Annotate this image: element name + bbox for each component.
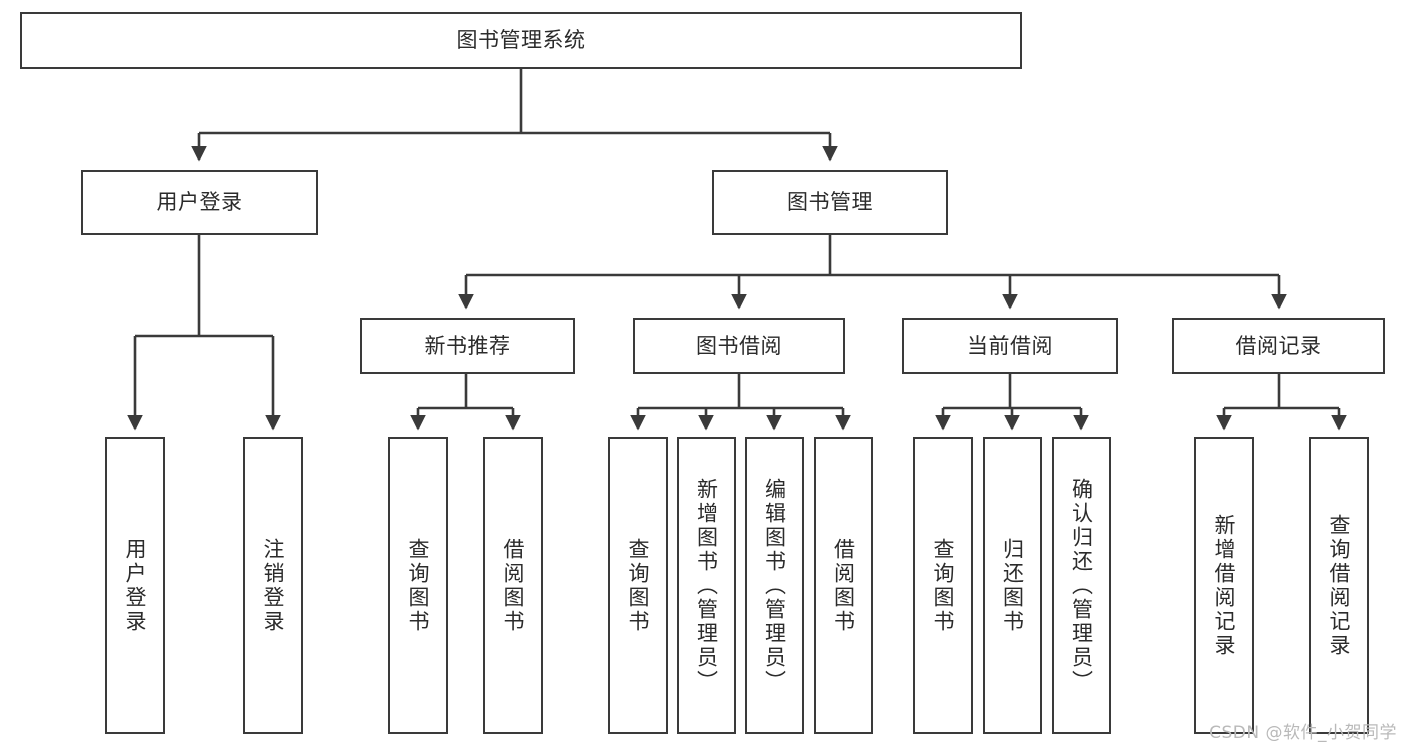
node-book-borrow[interactable]: 图书借阅 xyxy=(633,318,845,374)
node-label: 查询图书 xyxy=(931,537,956,634)
leaf-logout[interactable]: 注销登录 xyxy=(243,437,303,734)
leaf-query-book-borrow[interactable]: 查询图书 xyxy=(608,437,668,734)
node-label: 图书借阅 xyxy=(696,333,782,358)
node-label: 确认归还（管理员） xyxy=(1069,477,1094,694)
node-current-borrow[interactable]: 当前借阅 xyxy=(902,318,1118,374)
node-label: 编辑图书（管理员） xyxy=(762,477,787,694)
node-label: 当前借阅 xyxy=(967,333,1053,358)
node-borrow-record[interactable]: 借阅记录 xyxy=(1172,318,1385,374)
node-label: 查询借阅记录 xyxy=(1327,513,1352,658)
leaf-query-book-current[interactable]: 查询图书 xyxy=(913,437,973,734)
node-label: 图书管理 xyxy=(787,190,873,215)
node-label: 查询图书 xyxy=(626,537,651,634)
node-user-login[interactable]: 用户登录 xyxy=(81,170,318,235)
node-label: 注销登录 xyxy=(261,537,286,634)
node-label: 新增借阅记录 xyxy=(1212,513,1237,658)
leaf-user-login[interactable]: 用户登录 xyxy=(105,437,165,734)
node-new-book-recommend[interactable]: 新书推荐 xyxy=(360,318,575,374)
node-label: 借阅图书 xyxy=(501,537,526,634)
leaf-add-book[interactable]: 新增图书（管理员） xyxy=(677,437,736,734)
node-book-manage[interactable]: 图书管理 xyxy=(712,170,948,235)
node-label: 归还图书 xyxy=(1000,537,1025,634)
node-label: 借阅记录 xyxy=(1235,333,1322,358)
node-label: 新增图书（管理员） xyxy=(694,477,719,694)
node-label: 新书推荐 xyxy=(424,333,511,358)
leaf-query-borrow-record[interactable]: 查询借阅记录 xyxy=(1309,437,1369,734)
leaf-confirm-return[interactable]: 确认归还（管理员） xyxy=(1052,437,1111,734)
node-label: 图书管理系统 xyxy=(456,28,586,53)
node-label: 用户登录 xyxy=(123,537,148,634)
node-label: 用户登录 xyxy=(156,190,243,215)
leaf-return-book[interactable]: 归还图书 xyxy=(983,437,1042,734)
leaf-query-book-recommend[interactable]: 查询图书 xyxy=(388,437,448,734)
leaf-borrow-book-recommend[interactable]: 借阅图书 xyxy=(483,437,543,734)
leaf-add-borrow-record[interactable]: 新增借阅记录 xyxy=(1194,437,1254,734)
leaf-borrow-book[interactable]: 借阅图书 xyxy=(814,437,873,734)
node-label: 查询图书 xyxy=(406,537,431,634)
node-label: 借阅图书 xyxy=(831,537,856,634)
leaf-edit-book[interactable]: 编辑图书（管理员） xyxy=(745,437,804,734)
node-root[interactable]: 图书管理系统 xyxy=(20,12,1022,69)
